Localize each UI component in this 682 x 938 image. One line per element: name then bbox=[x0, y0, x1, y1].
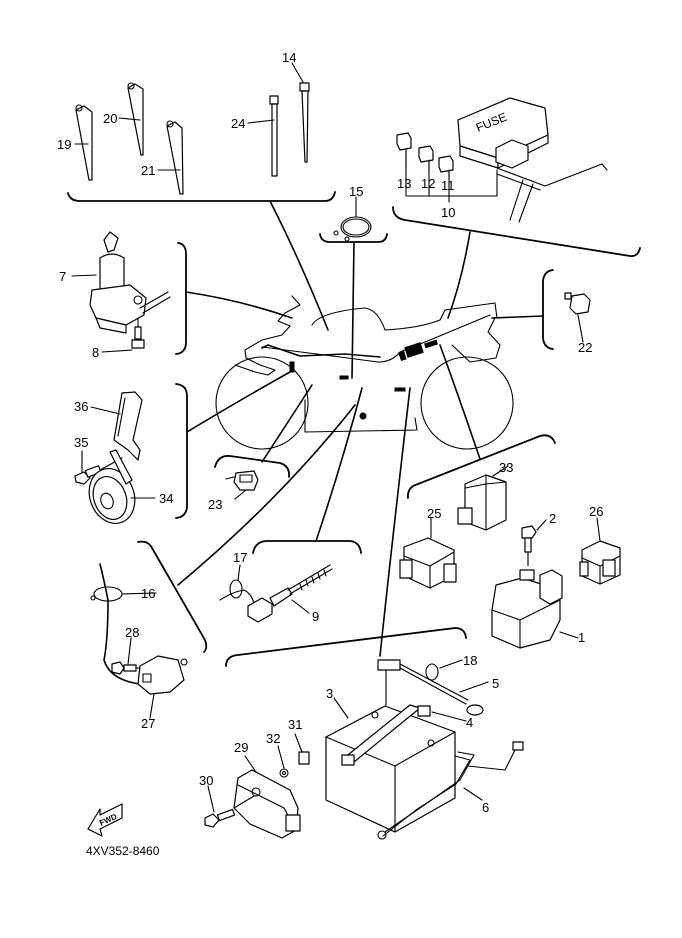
label-part-33[interactable]: 33 bbox=[499, 460, 513, 475]
part-17-clamp[interactable] bbox=[219, 579, 255, 605]
part-1-starter-relay[interactable] bbox=[491, 569, 563, 649]
part-33-flasher-relay[interactable] bbox=[457, 474, 507, 531]
label-part-29[interactable]: 29 bbox=[234, 740, 248, 755]
label-part-14[interactable]: 14 bbox=[282, 50, 296, 65]
label-part-35[interactable]: 35 bbox=[74, 435, 88, 450]
label-part-2[interactable]: 2 bbox=[549, 511, 556, 526]
reference-code: 4XV352-8460 bbox=[86, 844, 160, 858]
label-part-28[interactable]: 28 bbox=[125, 625, 139, 640]
bracket-sidestand bbox=[137, 540, 208, 653]
bracket-battery bbox=[225, 627, 467, 667]
label-part-24[interactable]: 24 bbox=[231, 116, 245, 131]
fuse-group-bracket bbox=[405, 149, 498, 203]
bracket-relays bbox=[407, 434, 556, 499]
label-part-6[interactable]: 6 bbox=[482, 800, 489, 815]
front-wheel bbox=[215, 356, 309, 450]
label-part-36[interactable]: 36 bbox=[74, 399, 88, 414]
part-22-connector[interactable] bbox=[564, 292, 591, 315]
part-30-bolt[interactable] bbox=[204, 795, 255, 828]
label-part-10[interactable]: 10 bbox=[441, 205, 455, 220]
part-3-battery[interactable] bbox=[325, 705, 456, 833]
part-31-nut[interactable] bbox=[298, 751, 310, 765]
part-number-labels: 1 2 3 4 5 6 7 8 9 10 11 12 13 14 15 16 1… bbox=[57, 50, 603, 815]
part-18-clamp[interactable] bbox=[425, 663, 439, 681]
bracket-horn bbox=[175, 383, 188, 519]
part-21-band[interactable] bbox=[166, 120, 184, 195]
lower-frame bbox=[304, 399, 418, 433]
front-fairing bbox=[234, 295, 301, 376]
part-7-main-switch[interactable] bbox=[89, 231, 171, 334]
group-brackets bbox=[67, 191, 641, 667]
label-part-16[interactable]: 16 bbox=[141, 586, 155, 601]
part-25-relay[interactable] bbox=[399, 537, 457, 589]
label-part-11[interactable]: 11 bbox=[441, 178, 455, 193]
label-part-5[interactable]: 5 bbox=[492, 676, 499, 691]
label-part-30[interactable]: 30 bbox=[199, 773, 213, 788]
part-9-brake-switch[interactable] bbox=[247, 564, 333, 623]
label-part-25[interactable]: 25 bbox=[427, 506, 441, 521]
label-part-1[interactable]: 1 bbox=[578, 630, 585, 645]
part-13-fuse[interactable] bbox=[396, 132, 412, 151]
bracket-main-switch bbox=[175, 242, 187, 355]
part-10-fuse-box[interactable]: FUSE bbox=[457, 97, 608, 223]
part-5-positive-lead[interactable] bbox=[377, 659, 484, 716]
label-part-4[interactable]: 4 bbox=[466, 715, 473, 730]
label-part-18[interactable]: 18 bbox=[463, 653, 477, 668]
label-part-9[interactable]: 9 bbox=[312, 609, 319, 624]
label-part-32[interactable]: 32 bbox=[266, 731, 280, 746]
part-15-clamp[interactable] bbox=[333, 216, 372, 242]
part-4-battery-band[interactable] bbox=[341, 704, 431, 766]
label-part-23[interactable]: 23 bbox=[208, 497, 222, 512]
part-32-washer[interactable] bbox=[279, 768, 289, 778]
label-part-13[interactable]: 13 bbox=[397, 176, 411, 191]
label-part-31[interactable]: 31 bbox=[288, 717, 302, 732]
part-8-bolt[interactable] bbox=[131, 317, 145, 349]
part-11-fuse[interactable] bbox=[438, 155, 454, 173]
part-26-relay[interactable] bbox=[579, 540, 621, 585]
bracket-holder-23 bbox=[214, 455, 290, 478]
fwd-direction-arrow: FWD bbox=[87, 803, 123, 837]
part-27-sidestand-switch[interactable] bbox=[137, 655, 188, 695]
label-part-3[interactable]: 3 bbox=[326, 686, 333, 701]
tail bbox=[451, 317, 501, 363]
part-36-horn-bracket[interactable] bbox=[113, 391, 143, 461]
label-part-7[interactable]: 7 bbox=[59, 269, 66, 284]
label-part-15[interactable]: 15 bbox=[349, 184, 363, 199]
label-part-12[interactable]: 12 bbox=[421, 176, 435, 191]
label-part-8[interactable]: 8 bbox=[92, 345, 99, 360]
label-part-20[interactable]: 20 bbox=[103, 111, 117, 126]
label-part-19[interactable]: 19 bbox=[57, 137, 71, 152]
label-part-22[interactable]: 22 bbox=[578, 340, 592, 355]
tank-seat bbox=[311, 302, 498, 331]
bracket-cable-ties bbox=[67, 191, 336, 202]
part-19-band[interactable] bbox=[75, 104, 93, 181]
label-part-21[interactable]: 21 bbox=[141, 163, 155, 178]
part-24-cable-tie[interactable] bbox=[269, 95, 279, 177]
part-23-holder[interactable] bbox=[225, 470, 259, 491]
part-2-bolt[interactable] bbox=[521, 525, 537, 567]
label-part-34[interactable]: 34 bbox=[159, 491, 173, 506]
label-part-26[interactable]: 26 bbox=[589, 504, 603, 519]
part-12-fuse[interactable] bbox=[418, 145, 434, 163]
motorcycle-outline bbox=[215, 295, 514, 450]
part-14-cable-tie[interactable] bbox=[299, 82, 310, 163]
wire-harness bbox=[261, 344, 381, 358]
bracket-brake-switch bbox=[252, 540, 362, 554]
part-29-rectifier-regulator[interactable] bbox=[233, 769, 301, 839]
label-part-17[interactable]: 17 bbox=[233, 550, 247, 565]
bracket-connector-22 bbox=[542, 269, 554, 350]
callout-leaders bbox=[71, 62, 601, 813]
part-34-horn[interactable] bbox=[82, 449, 142, 530]
part-6-negative-lead[interactable] bbox=[377, 741, 524, 840]
leader-lines bbox=[177, 200, 544, 657]
rear-wheel bbox=[420, 356, 514, 450]
harness-block bbox=[404, 342, 424, 358]
bracket-fuse-box bbox=[392, 206, 641, 257]
label-part-27[interactable]: 27 bbox=[141, 716, 155, 731]
